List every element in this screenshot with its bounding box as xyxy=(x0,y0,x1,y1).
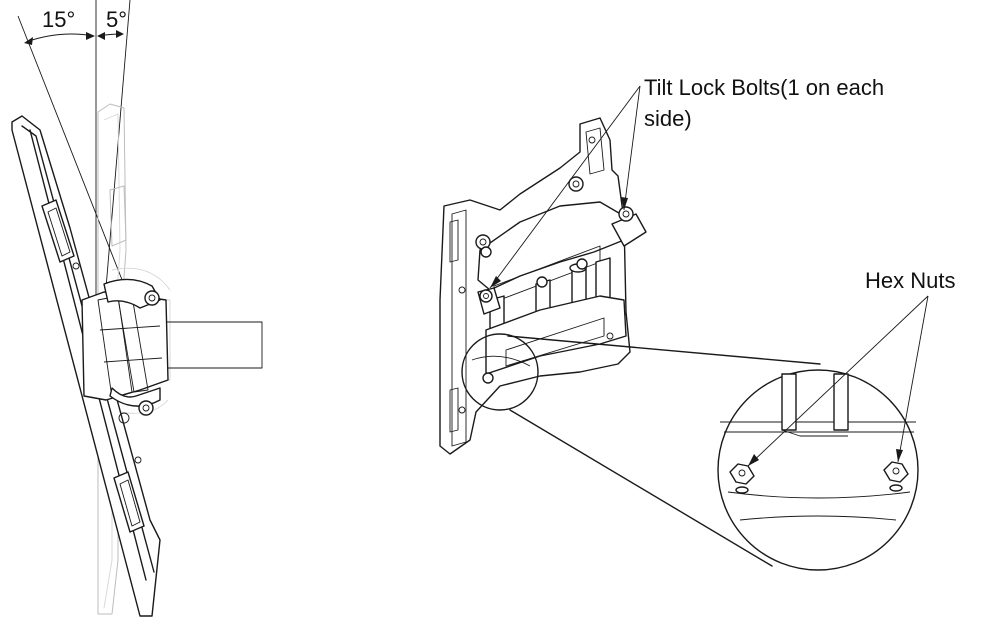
zoom-connector-bottom xyxy=(509,409,773,567)
angle-label-5: 5° xyxy=(106,7,127,32)
angle-arrow-15-right xyxy=(86,32,95,40)
mount-bolts xyxy=(458,136,614,414)
detail-circle xyxy=(717,369,919,571)
detail-source-circle xyxy=(461,333,539,411)
callout-tilt-lock-bolts: Tilt Lock Bolts(1 on each side) xyxy=(489,75,884,289)
tilt-lock-bolts-leader-left xyxy=(489,85,641,289)
angle-arrow-5-right xyxy=(116,30,124,38)
callout-hex-nuts: Hex Nuts xyxy=(747,268,955,467)
left-tilt-lock-bolt xyxy=(477,287,501,315)
angle-arc-15 xyxy=(25,33,95,43)
angle-label-15: 15° xyxy=(42,7,75,32)
right-tilt-lock-bolt xyxy=(611,206,647,247)
top-bracket xyxy=(477,201,625,291)
hex-nuts-label: Hex Nuts xyxy=(865,268,955,293)
tilt-lock-bolts-label-line2: side) xyxy=(644,106,692,131)
tilt-lock-bolts-leader-right xyxy=(623,85,641,211)
angle-arrow-5-left xyxy=(97,32,105,40)
hex-nut-left xyxy=(729,463,755,494)
hex-nuts-leader-right xyxy=(897,295,929,463)
zoom-connector-top xyxy=(507,335,821,365)
lower-pivot-bolt xyxy=(138,400,154,416)
lower-bracket xyxy=(485,295,627,375)
tilt-mechanism xyxy=(81,278,169,424)
mount-3d-view xyxy=(439,117,821,567)
hex-nut-right xyxy=(883,461,909,492)
hex-nuts-leader-left xyxy=(747,295,929,467)
side-view-tilt: 15° 5° xyxy=(11,0,263,617)
tilt-lock-bolts-label-line1: Tilt Lock Bolts(1 on each xyxy=(644,75,884,100)
detail-magnified-view xyxy=(717,369,919,571)
angle-arrow-15-left xyxy=(24,37,33,45)
wall-bracket-box xyxy=(159,321,263,369)
upper-pivot-bolt xyxy=(144,290,160,306)
tilt-reference-line-15 xyxy=(17,15,131,301)
tilt-reference-line-5 xyxy=(104,0,131,301)
